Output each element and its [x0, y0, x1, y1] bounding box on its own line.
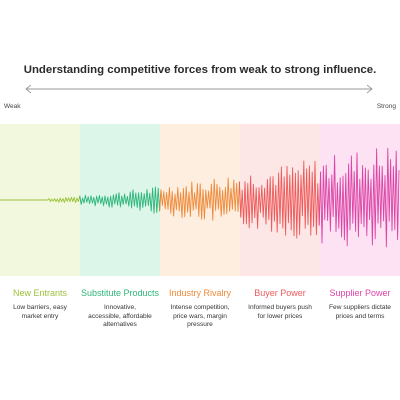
force-description: Innovative, accessible, affordable alter… [88, 304, 152, 329]
force-description: Low barriers, easy market entry [13, 304, 67, 320]
force-name: New Entrants [12, 288, 68, 298]
wave-segment [0, 195, 82, 205]
force-name: Substitute Products [80, 288, 160, 298]
band-industry-rivalry [160, 124, 240, 276]
force-name: Supplier Power [329, 288, 391, 298]
weak-label: Weak [4, 103, 21, 110]
weak-to-strong-arrow [25, 84, 373, 94]
intensity-waveform [0, 147, 400, 248]
force-substitute-products: Substitute Products Innovative, accessib… [80, 288, 160, 330]
force-industry-rivalry: Industry Rivalry Intense competition, pr… [160, 288, 240, 330]
wave-segment [318, 147, 400, 248]
force-new-entrants: New Entrants Low barriers, easy market e… [0, 288, 80, 321]
force-buyer-power: Buyer Power Informed buyers push for low… [240, 288, 320, 321]
force-name: Buyer Power [254, 288, 306, 298]
force-description: Intense competition, price wars, margin … [170, 304, 230, 329]
force-name: Industry Rivalry [168, 288, 231, 298]
wave-segment [79, 186, 162, 214]
force-description: Few suppliers dictate prices and terms [329, 304, 391, 320]
wave-segment [159, 177, 242, 221]
wave-segment [238, 160, 322, 239]
diagram-title: Understanding competitive forces from we… [23, 64, 377, 76]
force-supplier-power: Supplier Power Few suppliers dictate pri… [320, 288, 400, 321]
force-description: Informed buyers push for lower prices [248, 304, 312, 320]
strong-label: Strong [376, 103, 396, 110]
band-buyer-power [240, 124, 320, 276]
